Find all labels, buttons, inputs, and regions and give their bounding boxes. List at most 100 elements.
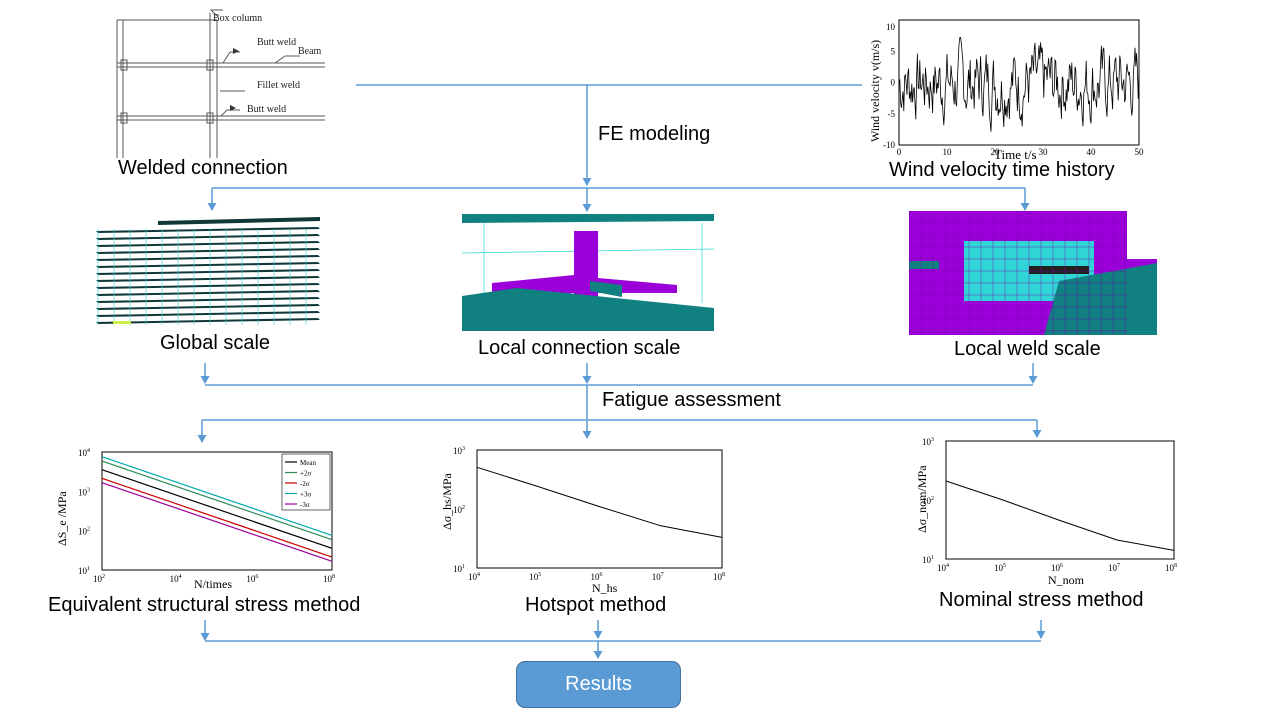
caption-nominal-method: Nominal stress method (939, 589, 1144, 611)
caption-weld-scale: Local weld scale (954, 338, 1101, 360)
ytick-label: 103 (922, 437, 934, 447)
xtick-label: 105 (994, 563, 1006, 573)
weld-beam-flange (1044, 263, 1157, 335)
wind-plot-frame (898, 19, 1140, 146)
floor-slab (96, 283, 320, 289)
ess-ylabel: ΔS_e /MPa (55, 491, 69, 546)
wind-xtick-label: 50 (1135, 147, 1145, 157)
caption-global-scale: Global scale (160, 332, 271, 354)
ytick-label: 102 (922, 496, 934, 506)
floor-slab (96, 297, 320, 303)
slab-top (462, 214, 714, 223)
nominal-plot-frame (945, 440, 1175, 560)
caption-connection-scale: Local connection scale (478, 337, 681, 359)
floor-slab (96, 290, 320, 296)
welded-connection-drawing: Box column Butt weld Beam Fillet weld Bu… (116, 9, 325, 158)
label-butt-weld-2: Butt weld (247, 104, 286, 115)
ytick-label: 101 (78, 566, 90, 576)
floor-slab (96, 248, 320, 254)
wind-xtick-label: 0 (897, 147, 902, 157)
results-button[interactable]: Results (516, 661, 681, 708)
caption-wind-velocity: Wind velocity time history (889, 159, 1115, 181)
floor-slab (96, 227, 320, 233)
ytick-label: 104 (78, 448, 90, 458)
ytick-label: 102 (78, 527, 90, 537)
local-connection-model (462, 213, 714, 331)
label-butt-weld-1: Butt weld (257, 37, 296, 48)
label-fe-modeling: FE modeling (598, 123, 711, 145)
ess-series-line (101, 469, 333, 549)
xtick-label: 102 (93, 574, 105, 584)
wind-ytick-label: -5 (888, 109, 896, 119)
ess-legend-box (281, 453, 331, 511)
caption-hotspot-method: Hotspot method (525, 594, 667, 616)
xtick-label: 105 (529, 572, 541, 582)
connection-detail (590, 281, 622, 297)
ytick-label: 101 (453, 564, 465, 574)
xtick-label: 107 (1108, 563, 1120, 573)
label-box-column: Box column (213, 13, 262, 24)
wind-xtick-label: 20 (991, 147, 1001, 157)
ytick-label: 103 (78, 487, 90, 497)
xtick-label: 108 (713, 572, 725, 582)
wind-xtick-label: 30 (1039, 147, 1049, 157)
wind-xlabel: Time t/s (994, 147, 1037, 162)
floor-slab (96, 318, 320, 324)
ess-legend-entry: +2σ (300, 470, 311, 478)
xtick-label: 108 (1165, 563, 1177, 573)
xtick-label: 108 (323, 574, 335, 584)
floor-slab (96, 304, 320, 310)
global-scale-model (96, 217, 320, 325)
wind-xtick-label: 40 (1087, 147, 1097, 157)
floor-slab (96, 234, 320, 240)
ess-legend-entry: Mean (300, 459, 316, 467)
ess-series-line (101, 477, 333, 558)
ess-plot-frame (101, 451, 333, 571)
slab-bottom (462, 288, 714, 331)
wind-ytick-label: 5 (891, 46, 896, 56)
xtick-label: 106 (246, 574, 258, 584)
ess-series-line (101, 460, 333, 541)
ess-series-line (101, 482, 333, 562)
xtick-label: 104 (170, 574, 182, 584)
label-fillet-weld: Fillet weld (257, 80, 300, 91)
floor-slab (96, 269, 320, 275)
xtick-label: 104 (468, 572, 480, 582)
xtick-label: 104 (937, 563, 949, 573)
ytick-label: 103 (453, 446, 465, 456)
caption-welded-connection: Welded connection (118, 157, 288, 179)
ytick-label: 102 (453, 505, 465, 515)
ytick-label: 101 (922, 555, 934, 565)
wind-xtick-label: 10 (943, 147, 953, 157)
nominal-xlabel: N_nom (1048, 573, 1085, 587)
roof-slab (158, 217, 320, 225)
floor-slab (96, 262, 320, 268)
ess-xlabel: N/times (194, 577, 232, 590)
wind-series-line (898, 37, 1140, 132)
floor-slab (96, 311, 320, 317)
label-beam: Beam (298, 46, 322, 57)
xtick-label: 107 (652, 572, 664, 582)
hotspot-plot-frame (476, 449, 723, 569)
wind-ytick-label: -10 (883, 140, 895, 150)
hotspot-xlabel: N_hs (592, 581, 618, 594)
global-support-marker (113, 321, 131, 324)
floor-slab (96, 255, 320, 261)
label-fatigue-assessment: Fatigue assessment (602, 389, 781, 411)
xtick-label: 106 (591, 572, 603, 582)
wind-ylabel: Wind velocity v(m/s) (868, 40, 882, 142)
floor-slab (96, 241, 320, 247)
nominal-series-line (945, 480, 1175, 551)
wind-ytick-label: 10 (886, 22, 896, 32)
ess-legend-entry: -2σ (300, 480, 310, 488)
nominal-ylabel: Δσ_nom/MPa (915, 465, 929, 533)
xtick-label: 106 (1051, 563, 1063, 573)
wind-ytick-label: 0 (891, 78, 896, 88)
ess-series-line (101, 456, 333, 536)
hotspot-series-line (476, 466, 723, 538)
local-weld-model (909, 211, 1157, 335)
